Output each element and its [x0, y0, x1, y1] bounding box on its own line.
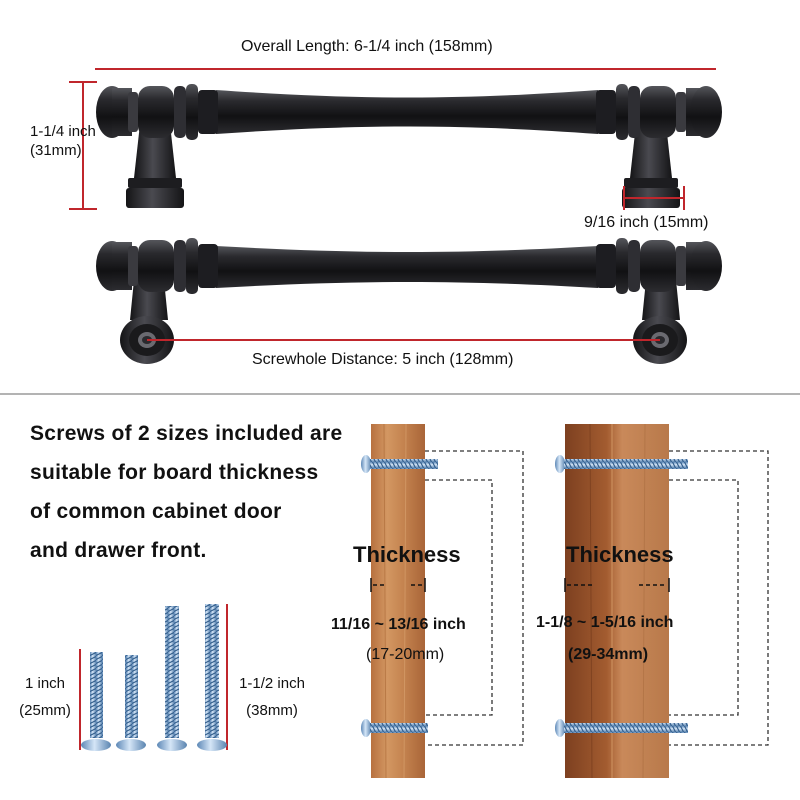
- screwhole-distance-label: Screwhole Distance: 5 inch (128mm): [252, 351, 514, 368]
- overall-length-label: Overall Length: 6-1/4 inch (158mm): [241, 38, 493, 55]
- short-screw-label: 1 inch (25mm): [12, 670, 78, 724]
- thin-board: [361, 423, 524, 779]
- short-screw-inch: 1 inch: [24, 675, 66, 692]
- long-screw-mm: (38mm): [246, 702, 298, 719]
- thick-board-range: 1-1/8 ~ 1-5/16 inch: [536, 614, 674, 631]
- dimension-lines: [69, 68, 716, 341]
- description-line: Screws of 2 sizes included are: [30, 422, 343, 445]
- screw-set: [79, 604, 228, 751]
- description-line: and drawer front.: [30, 539, 207, 562]
- thin-board-mm: (17-20mm): [366, 646, 445, 663]
- description-line: of common cabinet door: [30, 500, 282, 523]
- long-screw-label: 1-1/2 inch (38mm): [232, 670, 312, 724]
- long-screw-inch: 1-1/2 inch: [239, 675, 305, 692]
- handle-rear-view: [96, 238, 722, 364]
- thick-board-thickness-title: Thickness: [566, 542, 674, 567]
- thick-board: [555, 423, 769, 779]
- short-screw-mm: (25mm): [19, 702, 71, 719]
- description-line: suitable for board thickness: [30, 461, 319, 484]
- base-diameter-label: 9/16 inch (15mm): [584, 214, 709, 231]
- description: Screws of 2 sizes included are suitable …: [30, 414, 342, 570]
- thick-board-mm: (29-34mm): [568, 646, 649, 663]
- height-label: 1-1/4 inch: [30, 123, 96, 140]
- height-mm-label: (31mm): [30, 142, 82, 159]
- thin-board-thickness-title: Thickness: [353, 542, 461, 567]
- handle-side-view: [96, 84, 722, 208]
- thin-board-range: 11/16 ~ 13/16 inch: [331, 616, 466, 633]
